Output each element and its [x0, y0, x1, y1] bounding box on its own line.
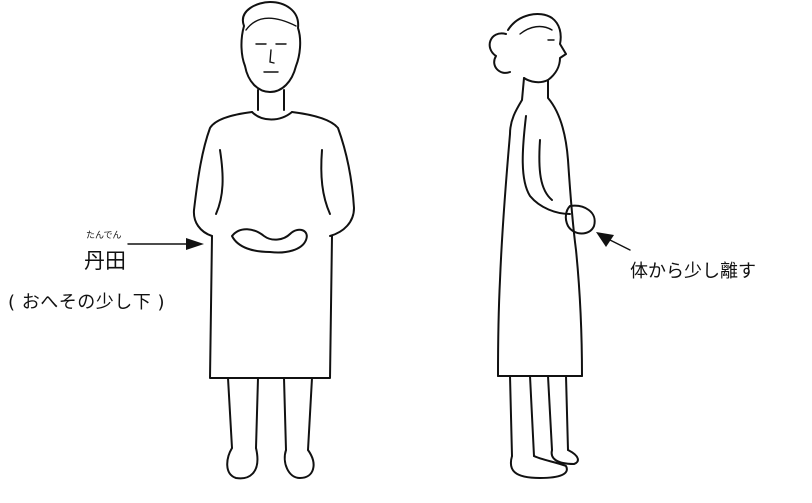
- tanden-note: ( おへその少し下 ): [8, 288, 165, 314]
- hands-arrow: [596, 232, 630, 250]
- side-head: [508, 14, 566, 82]
- side-foot-back: [511, 456, 567, 478]
- front-hands: [232, 229, 307, 252]
- front-left-arm-inner: [216, 150, 223, 214]
- side-figure: [490, 14, 595, 478]
- front-collar: [252, 112, 292, 120]
- front-neck: [258, 90, 284, 110]
- tanden-label: 丹田: [84, 245, 126, 275]
- front-nose: [270, 50, 274, 63]
- side-hairline: [520, 27, 552, 34]
- side-front: [548, 80, 582, 376]
- tanden-ruby: たんでん: [86, 228, 122, 241]
- side-hair-bun: [490, 33, 510, 72]
- front-skirt: [210, 236, 332, 378]
- front-right-foot: [285, 450, 314, 478]
- front-right-arm-inner: [321, 150, 330, 214]
- side-back: [498, 78, 524, 376]
- front-hairline: [246, 18, 296, 30]
- front-right-arm-outer: [292, 112, 354, 236]
- side-hands: [566, 206, 595, 234]
- side-note: 体から少し離す: [630, 257, 756, 283]
- side-arm-inner: [539, 140, 552, 200]
- front-head: [241, 2, 300, 92]
- front-legs: [228, 378, 312, 450]
- front-figure: [194, 2, 354, 478]
- side-legs: [510, 376, 568, 456]
- tanden-arrow: [128, 238, 204, 250]
- front-left-foot: [227, 448, 257, 478]
